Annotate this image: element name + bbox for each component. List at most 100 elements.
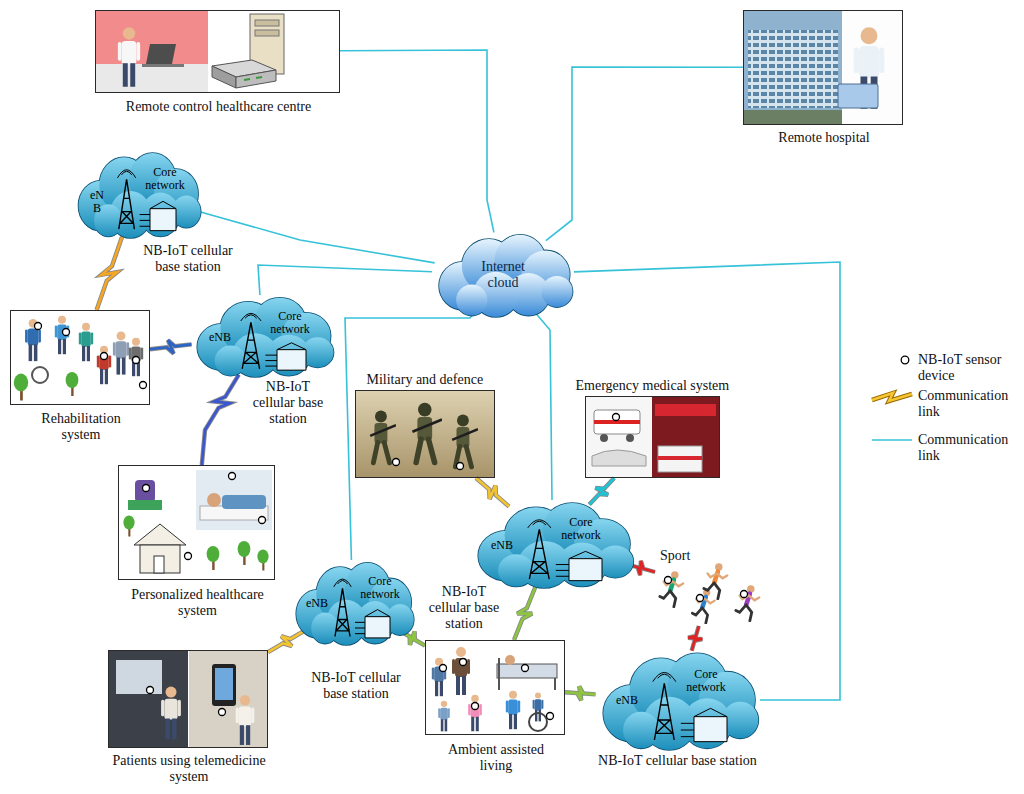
sensor-dot-part xyxy=(140,382,147,389)
wired-link-part xyxy=(574,262,840,700)
sport-picture xyxy=(660,563,759,623)
legend-samples xyxy=(872,356,912,440)
rehabilitation-picture-part xyxy=(97,346,111,384)
wireless-link-part xyxy=(476,478,509,507)
healthcare-centre-picture-part xyxy=(212,66,236,88)
legend-text: NB-IoT sensor device xyxy=(918,352,1013,384)
ambient-living-picture-part xyxy=(497,664,557,678)
healthcare-centre-picture-part xyxy=(236,70,276,88)
hospital-picture-part xyxy=(744,110,842,124)
sensor-dot-part xyxy=(460,659,467,666)
wired-link-part xyxy=(345,313,474,560)
sensor-dot-part xyxy=(259,517,266,524)
ambient-living-picture-part xyxy=(452,647,470,695)
core-network-label: Core network xyxy=(556,516,606,542)
personalized-care-picture-part xyxy=(154,556,164,573)
core-network-lines xyxy=(681,708,727,736)
core-network-building xyxy=(150,209,176,231)
legend-samples-part xyxy=(901,356,909,364)
rehabilitation-picture-part xyxy=(14,374,28,401)
wireless-link xyxy=(202,375,239,465)
base-station-cloud: eNBCore networkNB-IoT cellular base stat… xyxy=(595,650,760,750)
internet-cloud: Internet cloud xyxy=(432,232,574,317)
application-box: Remote hospital xyxy=(743,10,903,125)
healthcare-centre-picture-part xyxy=(118,27,140,87)
wireless-link-part xyxy=(268,630,305,652)
rehabilitation-picture-part xyxy=(66,372,79,396)
wired-link xyxy=(340,50,494,232)
wired-link-part xyxy=(340,50,494,232)
wireless-link xyxy=(688,626,702,651)
base-station-label: NB-IoT cellular base station xyxy=(300,670,412,702)
ambient-living-picture-part xyxy=(529,713,547,731)
personalized-care-picture-part xyxy=(222,495,266,509)
base-station-label: NB-IoT cellular base station xyxy=(595,753,760,769)
sensor-dot-part xyxy=(741,591,748,598)
sensor-dot-part xyxy=(472,703,479,710)
core-network-building xyxy=(277,350,306,371)
base-station-cloud: eNBCore networkNB-IoT cellular base stat… xyxy=(290,560,415,645)
rehabilitation-picture-part xyxy=(55,316,69,354)
sport-picture-part xyxy=(692,589,715,623)
core-network-lines xyxy=(556,551,602,576)
wireless-link-shadow xyxy=(202,375,239,465)
healthcare-centre-picture-part xyxy=(142,64,184,67)
emergency-picture-part xyxy=(658,446,702,472)
wireless-link-part xyxy=(688,626,702,651)
antenna-tower xyxy=(335,588,350,636)
ambient-living-picture xyxy=(432,647,557,731)
sensor-dot-part xyxy=(101,353,108,360)
wireless-link xyxy=(150,340,192,353)
rehabilitation-picture-part xyxy=(32,367,48,383)
caption: Ambient assisted living xyxy=(436,742,556,774)
core-network-building xyxy=(694,717,727,742)
antenna-tower xyxy=(654,683,674,740)
application-box: Personalized healthcare system xyxy=(118,465,275,580)
rehabilitation-picture-part xyxy=(25,319,41,361)
caption: Rehabilitation system xyxy=(29,411,134,443)
base-station-label: NB-IoT cellular base station xyxy=(425,584,503,632)
sensor-dot-part xyxy=(143,485,150,492)
sensor-dot-part xyxy=(133,357,140,364)
sport-picture-part xyxy=(736,585,759,620)
personalized-care-picture-part xyxy=(257,550,268,571)
healthcare-centre-picture-part xyxy=(146,44,176,64)
emergency-picture-part xyxy=(655,404,716,416)
personalized-care-picture xyxy=(123,470,272,573)
sensor-dot-part xyxy=(147,687,154,694)
wired-link xyxy=(535,312,552,500)
application-box: Ambient assisted living xyxy=(425,640,565,735)
base-station-cloud: eNBCore networkNB-IoT cellular base stat… xyxy=(190,295,335,377)
wireless-link-shadow xyxy=(150,340,192,353)
wireless-link-part xyxy=(565,686,596,700)
antenna-waves xyxy=(118,170,136,178)
wireless-link-shadow xyxy=(268,630,305,652)
personalized-care-picture-part xyxy=(134,524,186,545)
wireless-link-shadow xyxy=(589,478,614,505)
personalized-care-picture-part xyxy=(128,500,162,510)
emergency-picture-part xyxy=(652,397,719,477)
telemedicine-picture-part xyxy=(212,664,236,706)
sensor-dot xyxy=(35,323,748,720)
wireless-link-part xyxy=(514,587,535,640)
wired-link-part xyxy=(546,67,743,241)
sensor-dot-part xyxy=(63,329,70,336)
application-box: Military and defence xyxy=(355,390,495,478)
rehabilitation-picture-part xyxy=(113,331,129,374)
wireless-link xyxy=(268,630,305,652)
wireless-link-part xyxy=(150,340,192,353)
application-box: Rehabilitation system xyxy=(10,310,150,405)
healthcare-centre-picture-part xyxy=(255,20,279,26)
core-network-label: Core network xyxy=(265,310,315,336)
cloud-shape-part xyxy=(623,712,659,749)
application-group: Sport xyxy=(655,548,765,626)
telemedicine-picture-part xyxy=(116,660,162,694)
legend-text: Communication link xyxy=(918,432,1013,464)
enb-label: eN B xyxy=(89,189,105,215)
emergency-picture-part xyxy=(594,410,640,434)
sensor-dot-part xyxy=(665,577,672,584)
caption: Remote hospital xyxy=(739,130,909,146)
wired-link-part xyxy=(535,312,552,500)
core-network-label: Core network xyxy=(681,668,731,694)
